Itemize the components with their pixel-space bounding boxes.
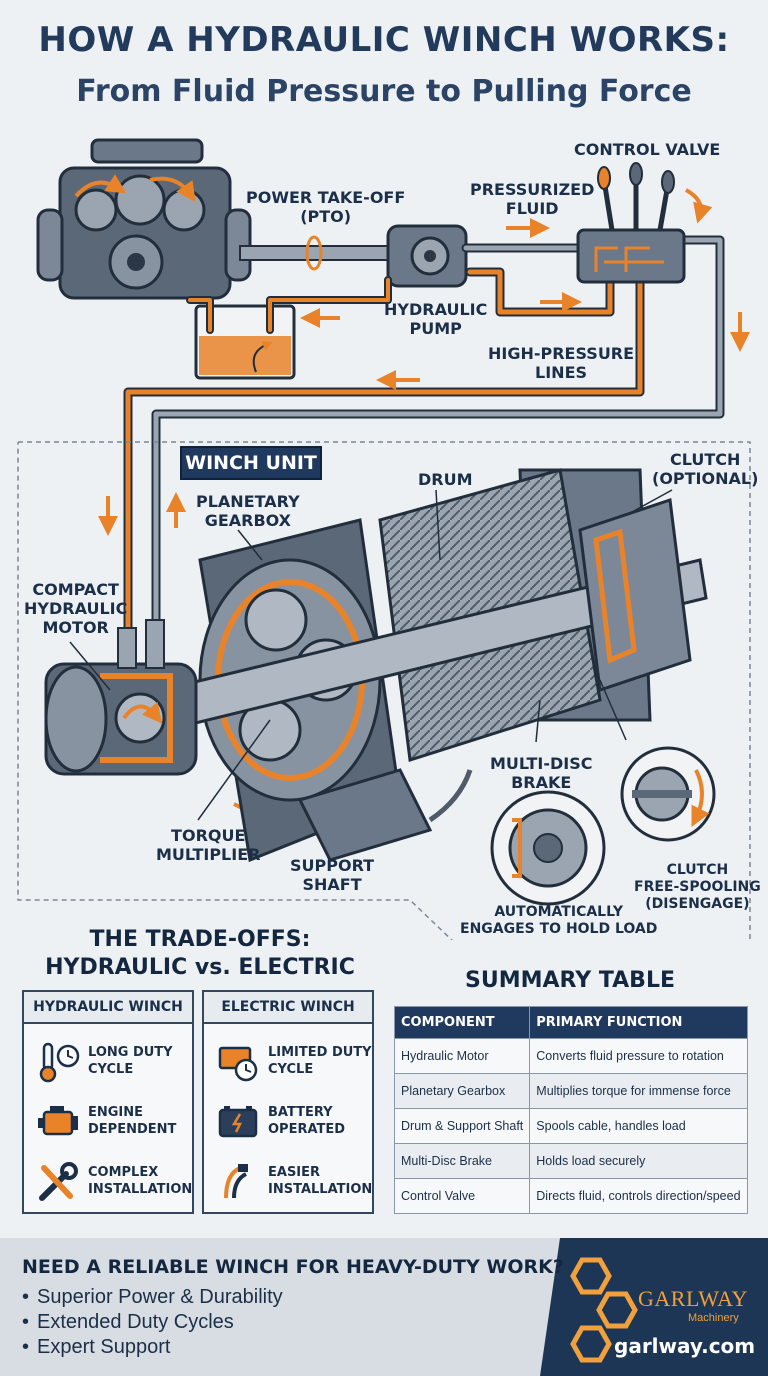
battery-clock-icon <box>218 1046 258 1082</box>
wrench-screwdriver-icon <box>39 1162 78 1201</box>
table-cell: Directs fluid, controls direction/speed <box>529 1178 748 1214</box>
hydraulic-winch-header: HYDRAULIC WINCH <box>24 992 192 1024</box>
thermometer-clock-icon <box>39 1042 80 1083</box>
winch-unit-frame <box>17 441 751 940</box>
footer-bullet: Expert Support <box>22 1336 170 1359</box>
table-cell: Hydraulic Motor <box>393 1038 531 1074</box>
summary-table: COMPONENT PRIMARY FUNCTION Hydraulic Mot… <box>393 1006 748 1214</box>
pto-label: POWER TAKE-OFF(PTO) <box>246 188 406 226</box>
brake-detail <box>490 790 606 906</box>
engine <box>36 138 252 300</box>
drum-label: DRUM <box>418 470 473 489</box>
table-cell: Control Valve <box>393 1178 531 1214</box>
battery-icon <box>218 1106 258 1138</box>
table-row: Hydraulic Motor Converts fluid pressure … <box>393 1038 748 1074</box>
summary-col-component: COMPONENT <box>393 1006 531 1039</box>
pto-shaft <box>239 235 391 271</box>
control-valve-label: CONTROL VALVE <box>574 140 721 159</box>
table-row: Multi-Disc Brake Holds load securely <box>393 1143 748 1179</box>
footer-bullet: Extended Duty Cycles <box>22 1311 234 1334</box>
clutch-detail <box>620 746 716 842</box>
footer-bullet: Superior Power & Durability <box>22 1286 283 1309</box>
table-row: Control Valve Directs fluid, controls di… <box>393 1178 748 1214</box>
footer-headline: NEED A RELIABLE WINCH FOR HEAVY-DUTY WOR… <box>22 1256 564 1278</box>
hydraulic-pump <box>386 224 468 288</box>
summary-header-row: COMPONENT PRIMARY FUNCTION <box>393 1006 748 1039</box>
brand-name: GARLWAY <box>638 1286 748 1311</box>
engine-icon <box>38 1106 78 1136</box>
page-title: HOW A HYDRAULIC WINCH WORKS: <box>38 20 730 60</box>
table-cell: Holds load securely <box>529 1143 748 1179</box>
winch-diagram <box>17 138 751 940</box>
electric-winch-header: ELECTRIC WINCH <box>204 992 372 1024</box>
summary-col-function: PRIMARY FUNCTION <box>529 1006 748 1039</box>
tradeoffs-heading: THE TRADE-OFFS: HYDRAULIC vs. ELECTRIC <box>45 927 355 980</box>
page-subtitle: From Fluid Pressure to Pulling Force <box>76 74 692 109</box>
table-cell: Multi-Disc Brake <box>393 1143 531 1179</box>
clutch-optional-label: CLUTCH(OPTIONAL) <box>652 450 759 488</box>
winch-unit-badge: WINCH UNIT <box>180 446 322 480</box>
table-cell: Planetary Gearbox <box>393 1073 531 1109</box>
control-valve <box>576 162 686 284</box>
cable-plug-icon <box>224 1164 248 1199</box>
table-row: Planetary Gearbox Multiplies torque for … <box>393 1073 748 1109</box>
brand-subtitle: Machinery <box>688 1312 739 1324</box>
hydraulic-lines <box>123 231 725 635</box>
summary-heading: SUMMARY TABLE <box>465 968 675 993</box>
brand-url-link[interactable]: garlway.com <box>614 1334 756 1358</box>
leader-lines <box>69 489 673 821</box>
table-cell: Drum & Support Shaft <box>393 1108 531 1144</box>
table-cell: Multiplies torque for immense force <box>529 1073 748 1109</box>
winch-unit <box>44 468 708 863</box>
